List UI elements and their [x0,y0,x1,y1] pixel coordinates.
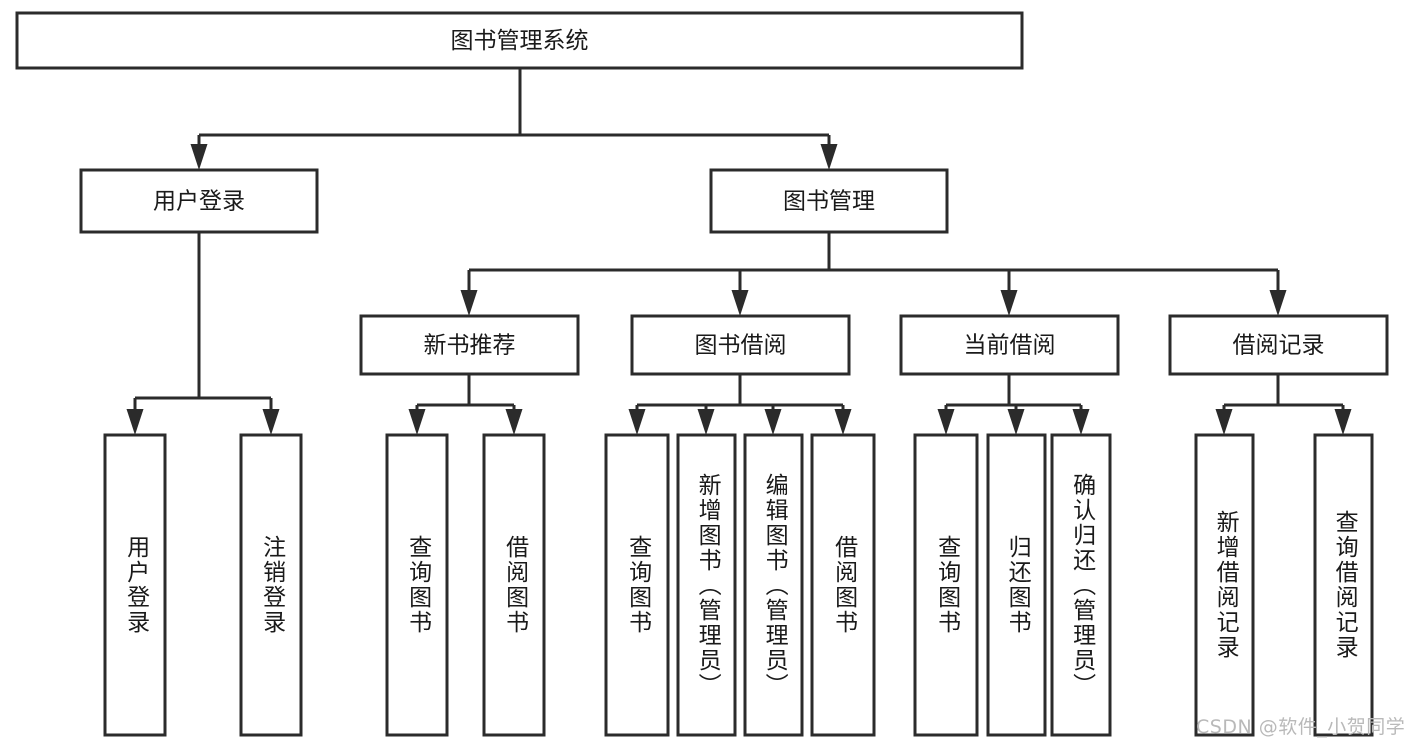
node-box-leaf-confirm-return-admin[interactable] [1050,433,1112,737]
edge-arrowhead-2 [1000,290,1018,316]
edge-arrowhead-1 [820,144,838,170]
edge-arrowhead-1 [505,409,523,435]
edge-group-recommend-to-leaves [408,374,523,435]
edge-arrowhead-1 [262,409,280,435]
edge-group-bookmanage-to-level2 [460,232,1287,316]
node-box-new-book-recommend[interactable] [359,314,580,376]
node-box-leaf-query-book-c[interactable] [913,433,979,737]
edge-arrowhead-0 [126,409,144,435]
edge-arrowhead-1 [1334,409,1352,435]
node-box-leaf-query-borrow-record[interactable] [1313,433,1374,737]
node-box-leaf-edit-book-admin[interactable] [743,433,804,737]
node-box-leaf-query-book-b[interactable] [604,433,670,737]
edge-arrowhead-0 [1215,409,1233,435]
edge-arrowhead-0 [628,409,646,435]
edge-arrowhead-0 [408,409,426,435]
edge-arrowhead-1 [731,290,749,316]
node-box-leaf-borrow-book-a[interactable] [482,433,546,737]
edge-arrowhead-0 [460,290,478,316]
node-box-leaf-return-book[interactable] [986,433,1047,737]
edge-group-borrow-to-leaves [628,374,852,435]
node-box-leaf-query-book-a[interactable] [385,433,449,737]
csdn-watermark: CSDN @软件_小贺同学 [1196,716,1405,738]
edge-arrowhead-1 [697,409,715,435]
edge-arrowhead-0 [190,144,208,170]
edge-arrowhead-1 [1007,409,1025,435]
edge-arrowhead-2 [764,409,782,435]
edge-arrowhead-3 [1269,290,1287,316]
node-box-book-borrow[interactable] [630,314,851,376]
node-box-borrow-record[interactable] [1168,314,1389,376]
node-box-leaf-add-borrow-record[interactable] [1194,433,1255,737]
node-box-leaf-user-logout[interactable] [239,433,303,737]
edge-arrowhead-2 [1072,409,1090,435]
edge-group-record-to-leaves [1215,374,1352,435]
node-label-book-borrow: 图书借阅 [695,333,787,359]
node-box-user-login[interactable] [79,168,319,234]
node-label-root: 图书管理系统 [451,28,589,54]
boxes-layer [15,11,1389,737]
node-box-leaf-user-login[interactable] [103,433,167,737]
node-box-leaf-add-book-admin[interactable] [676,433,737,737]
edges-layer [126,68,1352,435]
node-box-current-borrow[interactable] [899,314,1120,376]
node-box-root[interactable] [15,11,1024,70]
node-label-book-manage: 图书管理 [783,189,875,215]
edge-group-userlogin-to-leaves [126,232,280,435]
edge-group-current-to-leaves [937,374,1090,435]
node-label-borrow-record: 借阅记录 [1233,333,1325,359]
node-box-book-manage[interactable] [709,168,949,234]
node-label-user-login: 用户登录 [153,189,245,215]
edge-arrowhead-3 [834,409,852,435]
node-label-current-borrow: 当前借阅 [964,333,1056,359]
edge-group-root-to-level1 [190,68,838,170]
edge-arrowhead-0 [937,409,955,435]
node-box-leaf-borrow-book-b[interactable] [810,433,876,737]
node-label-new-book-recommend: 新书推荐 [424,333,516,359]
